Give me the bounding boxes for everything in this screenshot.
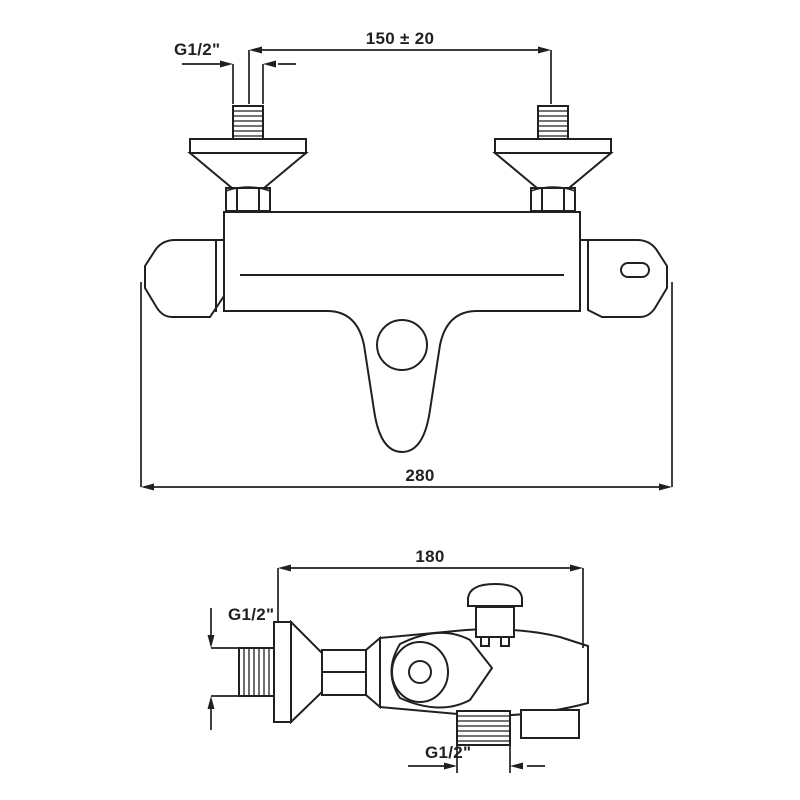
mixer-body-outline — [223, 211, 581, 454]
arrow-thread-left-inner — [263, 60, 276, 68]
side-elevation-view — [238, 582, 589, 746]
front-view-dimensions: 150 ± 20 G1/2" 280 — [140, 29, 673, 491]
left-inlet-hexnut-chamfer — [225, 186, 271, 192]
arrow-projection-left — [278, 564, 291, 572]
right-inlet-assembly — [492, 105, 614, 212]
side-inlet-thread-hatching — [243, 648, 270, 696]
left-inlet-assembly — [187, 105, 309, 212]
arrow-inlet-centres-right — [538, 46, 551, 54]
arrow-inlet-centres-left — [249, 46, 262, 54]
arrow-projection-right — [570, 564, 583, 572]
side-handle-hub — [408, 660, 432, 684]
side-escutcheon-plate — [273, 621, 292, 723]
dim-label-side-outlet-thread: G1/2" — [425, 743, 471, 762]
temperature-handle-left[interactable] — [144, 239, 225, 318]
arrow-thread-left — [220, 60, 233, 68]
diverter-knob-shaft-left — [480, 636, 490, 647]
arrow-overall-width-right — [659, 483, 672, 491]
side-view-dimensions: 180 G1/2" G1/2" — [207, 547, 584, 773]
side-inlet-thread-body — [238, 647, 275, 697]
diverter-knob-stem[interactable] — [475, 606, 515, 638]
diverter-boss-circle — [376, 319, 428, 371]
side-outlet-thread-hatching — [457, 715, 510, 742]
left-inlet-thread-hatching — [233, 110, 263, 137]
arrow-inlet-lower — [207, 696, 215, 709]
dim-label-side-inlet-thread: G1/2" — [228, 605, 274, 624]
diverter-knob-shaft-right — [500, 636, 510, 647]
mixer-body-front — [223, 211, 581, 454]
side-outlet-boss — [520, 709, 580, 739]
dim-label-projection: 180 — [415, 547, 444, 566]
arrow-outlet-left — [444, 762, 457, 770]
dim-label-overall-width: 280 — [405, 466, 434, 485]
right-inlet-hexnut-chamfer — [530, 186, 576, 192]
side-outlet-thread-body — [456, 710, 511, 746]
arrow-inlet-upper — [207, 635, 215, 648]
temperature-handle-left-body[interactable] — [144, 239, 225, 318]
right-inlet-flange — [494, 138, 612, 154]
arrow-overall-width-left — [141, 483, 154, 491]
front-elevation-view — [144, 105, 668, 454]
flow-handle-right[interactable] — [580, 239, 668, 318]
right-inlet-thread-hatching — [538, 110, 568, 137]
side-handle-disc — [391, 641, 449, 703]
dim-label-thread-left: G1/2" — [174, 40, 220, 59]
diverter-knob-cap[interactable] — [467, 582, 523, 607]
left-inlet-flange — [189, 138, 307, 154]
flow-handle-right-body[interactable] — [580, 239, 668, 318]
dim-label-inlet-centres: 150 ± 20 — [366, 29, 434, 48]
flow-handle-indicator-slot — [620, 262, 650, 278]
arrow-outlet-right — [510, 762, 523, 770]
